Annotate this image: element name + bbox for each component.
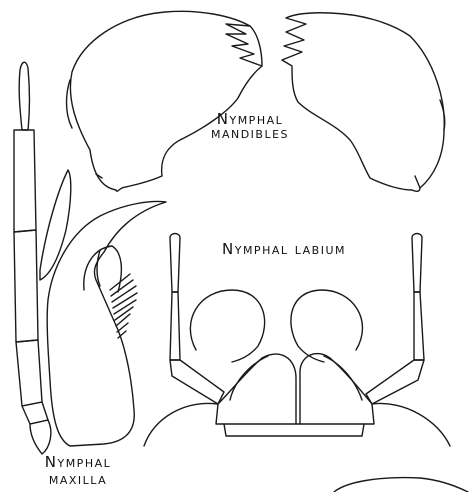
labium-label: Nymphal labium [222,242,346,257]
maxilla-drawing [14,62,166,454]
labium-drawing [144,234,450,447]
maxilla-label-line1: Nymphal [28,454,128,471]
right-mandible-drawing [282,13,445,192]
maxilla-label: Nymphal maxilla [28,454,128,488]
partial-structure-arc [334,478,468,492]
maxilla-label-line2: maxilla [28,471,128,488]
left-mandible-drawing [67,11,263,191]
mandibles-label-line2: mandibles [205,126,295,140]
mandibles-label: Nymphal mandibles [205,112,295,140]
